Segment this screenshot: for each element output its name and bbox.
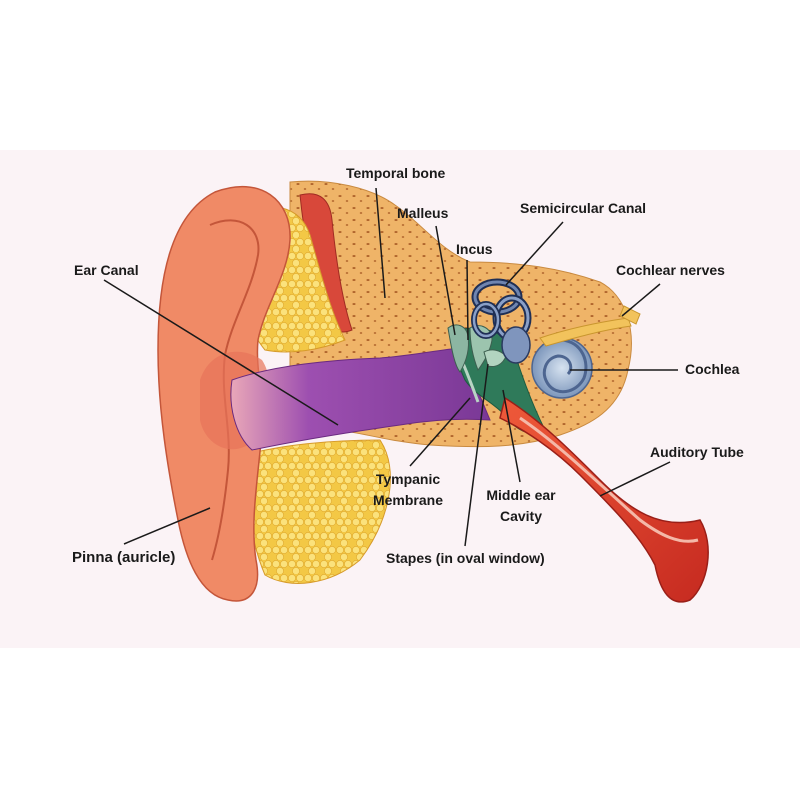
cochlea-shape — [531, 337, 593, 399]
label-auditory-tube: Auditory Tube — [650, 444, 744, 460]
leader-tympanic-membrane — [409, 397, 471, 467]
auditory-tube-lumen — [519, 416, 699, 543]
malleus-shape — [447, 324, 469, 373]
leader-semicircular-canal — [505, 221, 564, 286]
cochlear-nerve-shape — [539, 317, 632, 347]
label-tympanic-membrane: Tympanic Membrane — [365, 470, 451, 509]
leader-incus — [466, 259, 469, 341]
label-middle-ear-line-2: Cavity — [499, 508, 543, 524]
label-cochlear-nerves: Cochlear nerves — [616, 262, 725, 278]
vestibule-shape — [501, 326, 531, 364]
leader-cochlear-nerves — [621, 283, 661, 317]
ear-canal-shape — [230, 347, 491, 451]
leader-middle-ear-cavity — [502, 389, 521, 483]
label-malleus: Malleus — [397, 205, 449, 221]
label-incus: Incus — [456, 241, 493, 257]
label-tympanic-line-1: Tympanic — [375, 471, 441, 487]
label-semicircular-canal: Semicircular Canal — [520, 200, 647, 216]
label-tympanic-line-2: Membrane — [372, 492, 444, 508]
label-pinna: Pinna (auricle) — [72, 549, 176, 566]
leader-temporal-bone — [375, 187, 386, 299]
label-stapes: Stapes (in oval window) — [386, 550, 545, 566]
leader-auditory-tube — [599, 461, 671, 497]
fat-tissue-lower — [244, 439, 391, 584]
cochlear-nerve-end — [619, 305, 641, 325]
auditory-tube-shape — [499, 396, 709, 603]
label-temporal-bone: Temporal bone — [346, 165, 446, 181]
label-cochlea: Cochlea — [685, 361, 740, 377]
label-ear-canal: Ear Canal — [74, 262, 139, 278]
leader-malleus — [435, 225, 456, 336]
leader-pinna — [123, 507, 211, 545]
leader-ear-canal — [103, 279, 339, 426]
label-middle-ear-cavity: Middle ear Cavity — [478, 486, 564, 525]
leader-lines — [103, 187, 678, 547]
leader-stapes — [464, 363, 489, 547]
label-middle-ear-line-1: Middle ear — [486, 487, 556, 503]
